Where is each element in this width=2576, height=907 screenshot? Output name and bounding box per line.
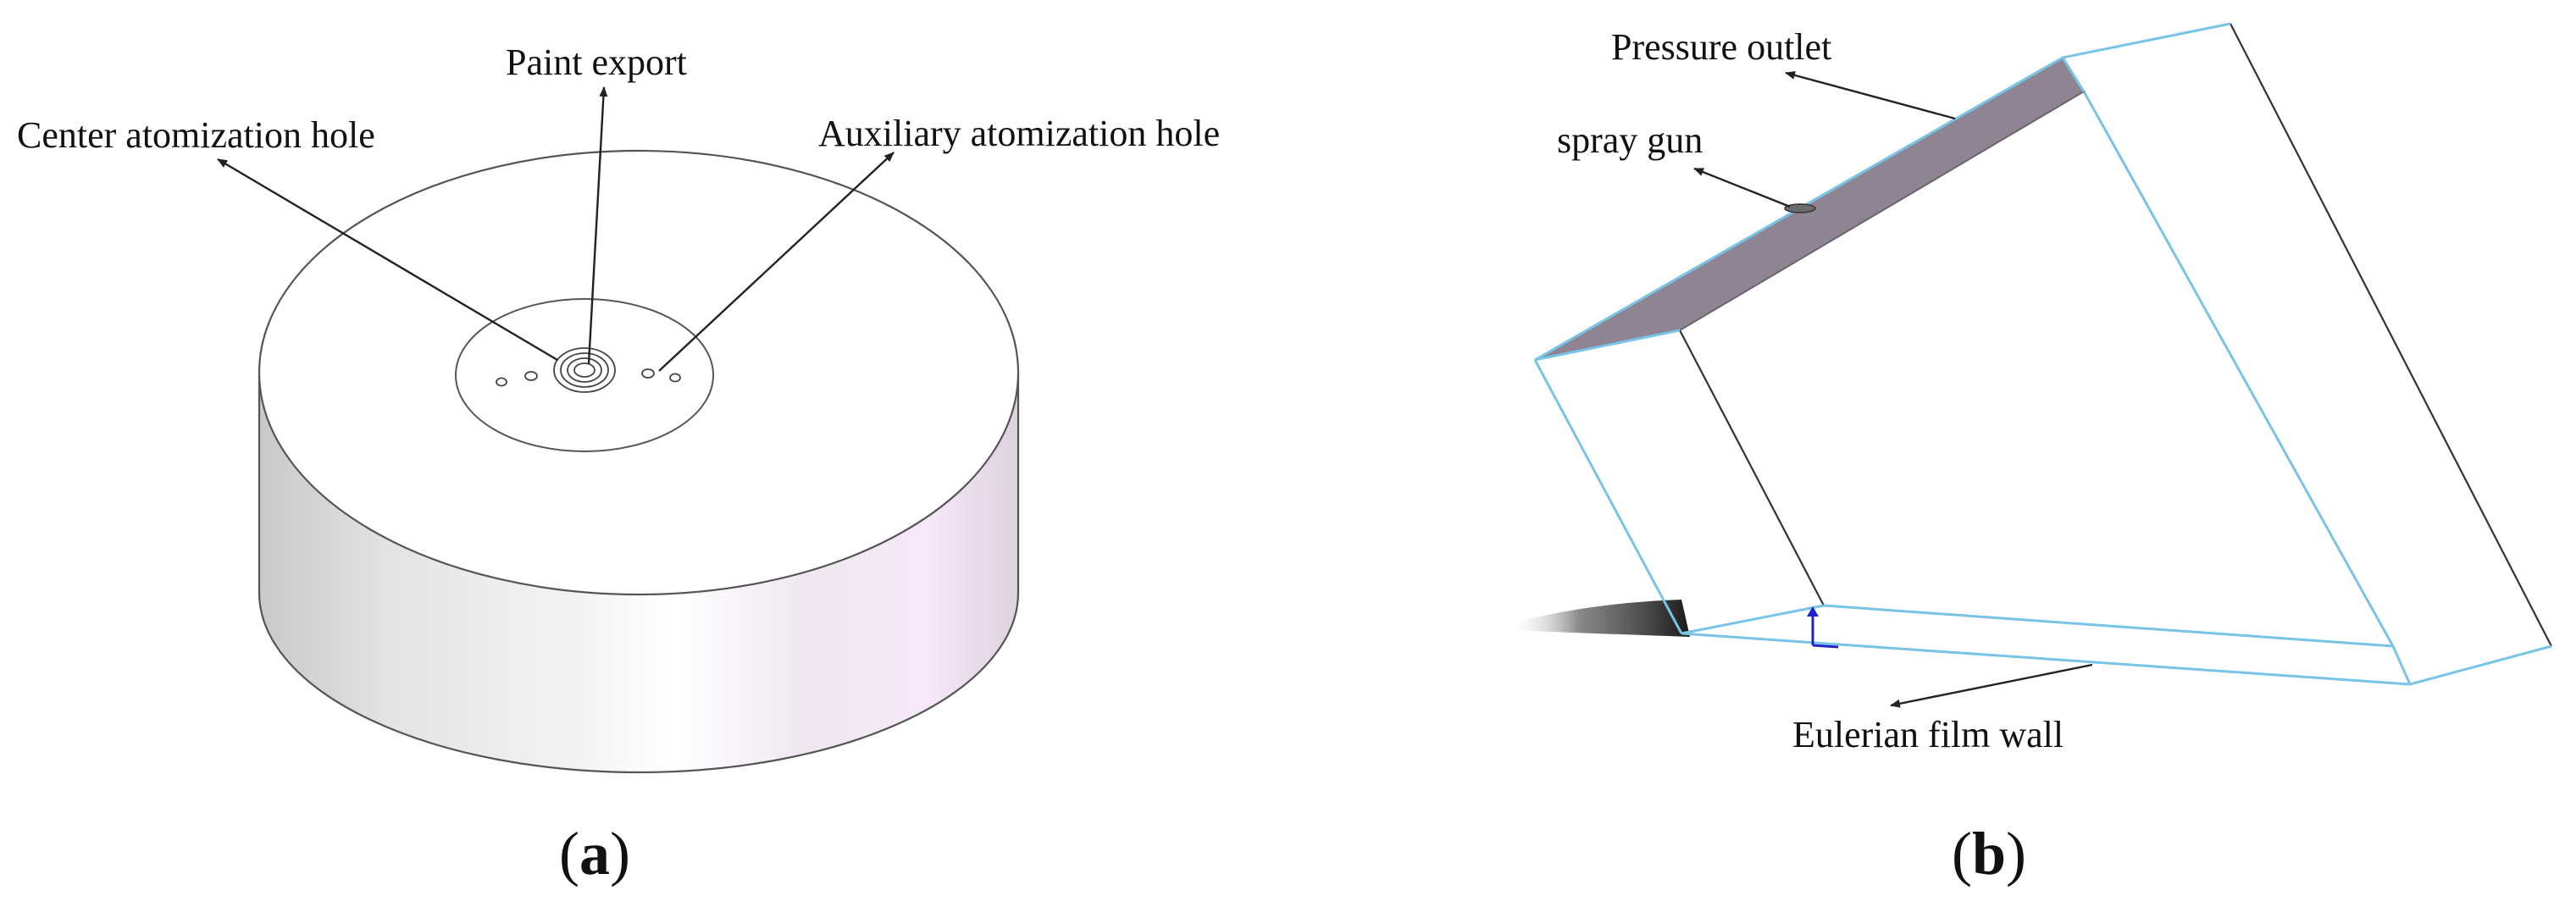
- spray-gun-marker: [1784, 203, 1816, 213]
- film-wall-label: Eulerian film wall: [1792, 714, 2064, 755]
- paint-export-leader: [587, 86, 608, 365]
- panel-b: Pressure outlet spray gun Eulerian film …: [1506, 22, 2552, 888]
- domain-hidden-edges: [1679, 23, 2552, 648]
- auxiliary-holes: [496, 368, 681, 387]
- panel-a: Center atomization hole Paint export Aux…: [17, 41, 1220, 888]
- auxiliary-hole-label: Auxiliary atomization hole: [818, 113, 1220, 154]
- film-wall-leader: [1890, 663, 2093, 708]
- center-hole-label: Center atomization hole: [17, 114, 375, 156]
- panel-a-caption: (a): [559, 820, 630, 888]
- paint-export-nozzle: [553, 347, 616, 393]
- paint-export-label: Paint export: [506, 41, 687, 83]
- auxiliary-hole-leader: [658, 152, 895, 372]
- center-hole-leader: [217, 158, 558, 362]
- domain-front-edges: [1533, 329, 2552, 686]
- spray-gun-leader: [1693, 167, 1791, 208]
- pressure-outlet-leader: [1785, 71, 1956, 120]
- panel-b-caption: (b): [1952, 820, 2026, 888]
- ground-shadow: [1506, 600, 1690, 637]
- coordinate-axis-icon: [1807, 606, 1839, 649]
- pressure-outlet-label: Pressure outlet: [1611, 26, 1831, 68]
- nozzle-cylinder: [258, 149, 1020, 774]
- spray-gun-label: spray gun: [1557, 119, 1703, 161]
